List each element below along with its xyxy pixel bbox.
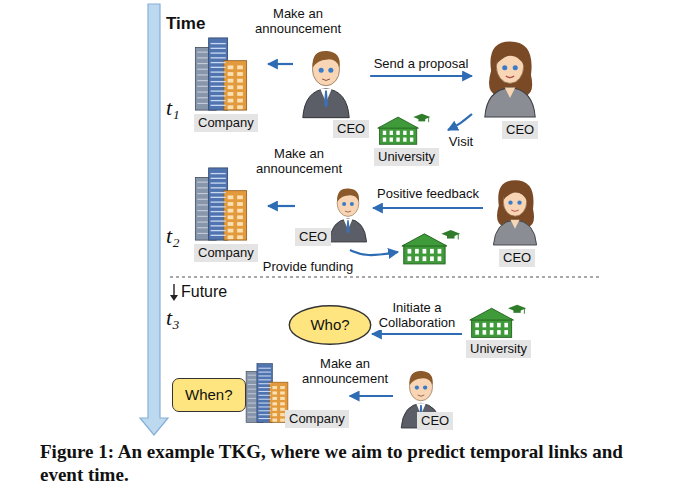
time-step-label: t₃	[166, 306, 180, 330]
figure-caption: Figure 1: An example TKG, where we aim t…	[40, 440, 665, 486]
entity-label: Company	[285, 410, 349, 428]
building-icon	[190, 36, 252, 112]
relation-arrow	[370, 75, 472, 77]
time-step-label: t₁	[166, 96, 180, 120]
query-text: Who?	[310, 316, 349, 334]
relation-label: Provide funding	[258, 259, 358, 274]
relation-arrow	[448, 114, 472, 130]
query-text: When?	[185, 386, 233, 404]
building-icon	[190, 166, 252, 242]
relation-label: Make an announcement	[250, 6, 346, 36]
entity-label: CEO	[417, 412, 453, 430]
relation-label: Positive feedback	[376, 186, 480, 201]
relation-arrow	[268, 205, 295, 207]
future-divider	[170, 276, 600, 277]
entity-label: University	[466, 340, 531, 358]
entity-label: University	[374, 148, 439, 166]
relation-label: Make an announcement	[252, 146, 346, 176]
entity-label: CEO	[499, 249, 535, 267]
axis-title: Time	[166, 14, 205, 34]
entity-label: Company	[194, 114, 258, 132]
university-icon	[400, 226, 462, 268]
time-step-label: t₂	[166, 224, 180, 248]
query-box: When?	[172, 378, 246, 412]
query-ellipse: Who?	[288, 304, 372, 346]
entity-label: CEO	[295, 228, 331, 246]
future-arrow-head	[170, 295, 178, 301]
relation-arrow	[350, 395, 393, 397]
entity-node: University	[462, 302, 540, 360]
relation-label: Visit	[446, 134, 476, 149]
university-icon	[376, 110, 432, 148]
entity-node: Company	[188, 36, 268, 136]
entity-node: University	[372, 110, 448, 168]
person-icon	[478, 33, 542, 117]
future-arrow	[173, 284, 174, 296]
entity-node: Company	[188, 166, 268, 266]
university-icon	[468, 302, 528, 340]
relation-arrow	[268, 63, 293, 65]
entity-node	[398, 226, 464, 268]
relation-arrow	[372, 333, 462, 335]
person-icon	[297, 40, 355, 118]
person-icon	[485, 173, 545, 245]
entity-node: CEO	[472, 33, 550, 143]
entity-node: CEO	[483, 173, 549, 270]
entity-label: CEO	[502, 121, 538, 139]
building-icon	[243, 360, 291, 426]
entity-label: Company	[194, 244, 258, 262]
future-label: Future	[181, 282, 227, 301]
relation-label: Make an announcement	[298, 356, 392, 386]
relation-arrow	[350, 250, 398, 255]
time-axis-arrow	[140, 4, 168, 435]
relation-label: Send a proposal	[372, 56, 470, 71]
relation-label: Initiate a Collaboration	[374, 300, 460, 330]
relation-arrow	[373, 207, 483, 209]
entity-node: CEO	[393, 362, 457, 432]
entity-node: CEO	[293, 40, 370, 142]
entity-label: CEO	[333, 120, 369, 138]
entity-node: CEO	[295, 180, 373, 250]
